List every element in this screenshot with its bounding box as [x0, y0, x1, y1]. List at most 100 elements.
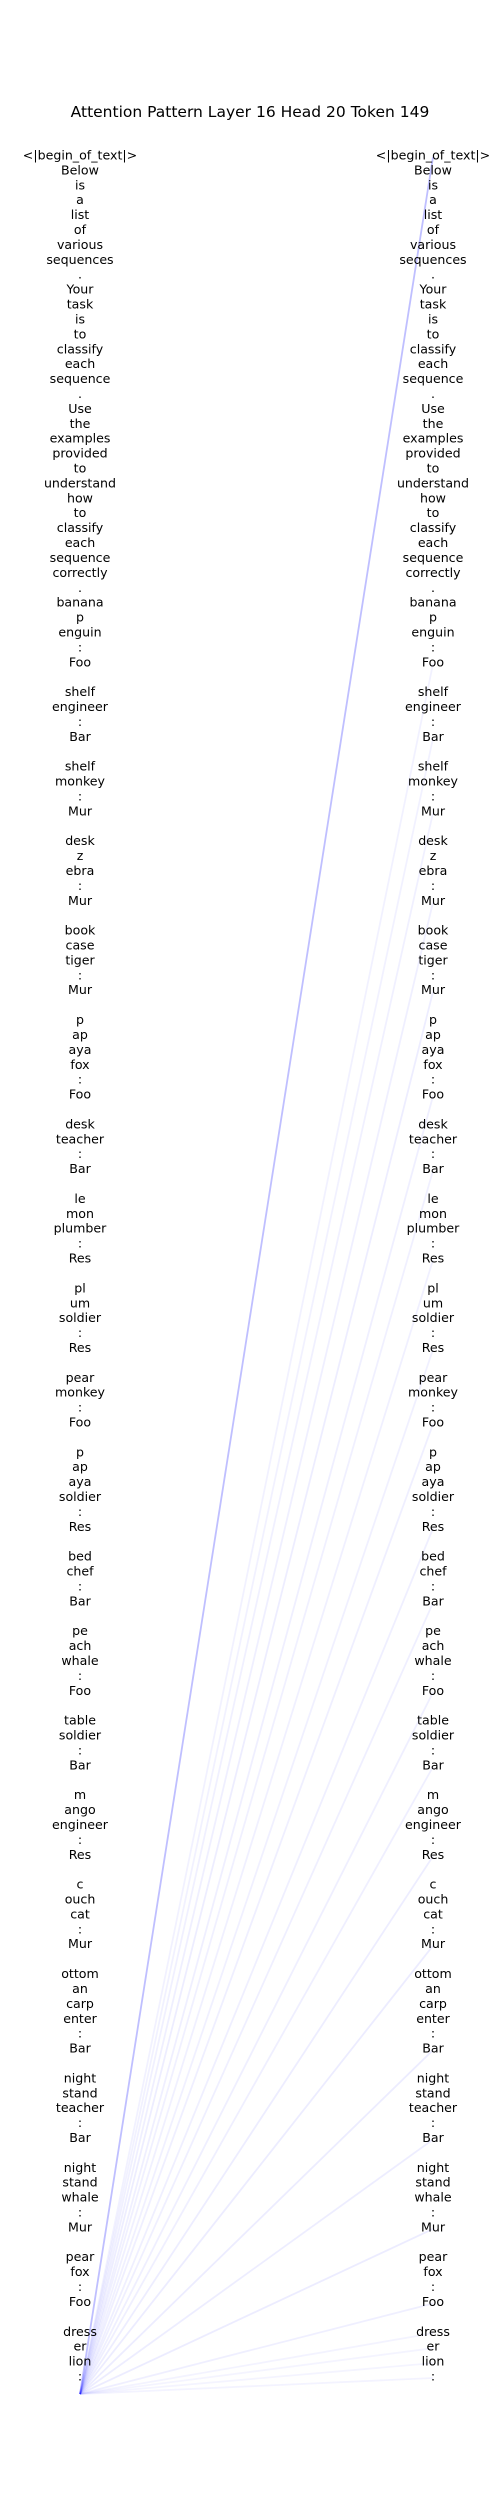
- right-token: teacher: [409, 1131, 458, 1146]
- right-token: to: [427, 461, 440, 476]
- left-token: :: [78, 1504, 82, 1519]
- right-token: whale: [414, 1653, 451, 1668]
- right-token: :: [431, 2115, 435, 2130]
- attention-line: [79, 1945, 434, 2395]
- attention-line: [79, 1423, 434, 2395]
- attention-line: [79, 1349, 434, 2395]
- right-token: Res: [422, 1251, 445, 1266]
- left-token: ango: [64, 1802, 96, 1817]
- left-token: tiger: [65, 952, 95, 967]
- left-token: :: [78, 1236, 82, 1251]
- attention-line: [79, 663, 434, 2395]
- attention-line: [79, 2049, 434, 2395]
- left-token: ottom: [61, 1966, 99, 1981]
- attention-line: [79, 2332, 434, 2395]
- left-token: er: [74, 2339, 88, 2354]
- right-token: each: [418, 535, 448, 550]
- left-token: p: [76, 1012, 84, 1027]
- right-token: :: [431, 1072, 435, 1087]
- right-token: Bar: [422, 1161, 444, 1176]
- right-token: bed: [421, 1549, 445, 1564]
- left-token: ap: [72, 1027, 88, 1042]
- left-token: Bar: [69, 1757, 91, 1772]
- left-token: case: [66, 938, 95, 953]
- right-token: :: [431, 2279, 435, 2294]
- right-token: classify: [410, 341, 457, 356]
- left-token: Bar: [69, 2041, 91, 2056]
- right-token: to: [427, 326, 440, 341]
- right-token: Mur: [421, 982, 446, 997]
- left-token: Foo: [69, 2294, 91, 2309]
- right-token: to: [427, 505, 440, 520]
- right-token: task: [420, 297, 447, 312]
- right-token: :: [431, 1832, 435, 1847]
- left-token: fox: [70, 1057, 90, 1072]
- right-token: dress: [416, 2324, 450, 2339]
- right-token: :: [431, 1504, 435, 1519]
- right-token: lion: [422, 2354, 445, 2369]
- left-token: p: [76, 1444, 84, 1459]
- left-token: Mur: [68, 803, 93, 818]
- right-token: er: [427, 2339, 441, 2354]
- left-token: table: [64, 1713, 96, 1728]
- left-token: sequence: [50, 371, 111, 386]
- left-token: lion: [69, 2354, 92, 2369]
- right-token: engineer: [405, 1817, 462, 1832]
- left-token: whale: [61, 1653, 98, 1668]
- right-token: :: [431, 1146, 435, 1161]
- left-token: Foo: [69, 1415, 91, 1430]
- left-token: mon: [66, 1206, 94, 1221]
- right-token: stand: [415, 2085, 450, 2100]
- left-token: le: [74, 1191, 85, 1206]
- left-token: :: [78, 1072, 82, 1087]
- right-token: ebra: [419, 863, 448, 878]
- left-token: :: [78, 2205, 82, 2220]
- left-token: pear: [66, 1370, 95, 1385]
- left-token: whale: [61, 2190, 98, 2205]
- right-token: :: [431, 1236, 435, 1251]
- left-token: ap: [72, 1459, 88, 1474]
- left-token: aya: [69, 1474, 92, 1489]
- left-token: cat: [70, 1906, 90, 1921]
- right-token: provided: [405, 446, 460, 461]
- right-token: Foo: [422, 654, 444, 669]
- left-token: desk: [65, 833, 95, 848]
- right-token: p: [429, 1012, 437, 1027]
- right-token: .: [431, 580, 435, 595]
- attention-line: [79, 2347, 434, 2395]
- left-token: dress: [63, 2324, 97, 2339]
- right-token: ango: [417, 1802, 449, 1817]
- right-token: :: [431, 2368, 435, 2383]
- left-token: Your: [66, 282, 95, 297]
- right-token: sequence: [403, 550, 464, 565]
- left-token: night: [64, 2160, 96, 2175]
- left-token: :: [78, 788, 82, 803]
- right-token: aya: [422, 1042, 445, 1057]
- left-token: each: [65, 356, 95, 371]
- left-token: bed: [68, 1549, 92, 1564]
- right-token: Mur: [421, 2219, 446, 2234]
- right-token: :: [431, 639, 435, 654]
- right-token: sequences: [399, 252, 466, 267]
- right-token: stand: [415, 2175, 450, 2190]
- attention-line: [79, 902, 434, 2395]
- left-token: is: [75, 311, 85, 326]
- left-token: to: [74, 505, 87, 520]
- right-token: Use: [421, 401, 445, 416]
- left-token-column: <|begin_of_text|>Belowisalistofvariousse…: [23, 148, 137, 2384]
- right-token: :: [431, 967, 435, 982]
- left-token: <|begin_of_text|>: [23, 148, 137, 163]
- left-token: :: [78, 2368, 82, 2383]
- left-token: sequences: [46, 252, 113, 267]
- right-token: Foo: [422, 2294, 444, 2309]
- attention-line: [79, 156, 434, 2395]
- right-token: pe: [425, 1623, 441, 1638]
- right-token: an: [425, 1981, 441, 1996]
- left-token: :: [78, 1146, 82, 1161]
- right-token: book: [418, 923, 449, 938]
- left-token: :: [78, 1742, 82, 1757]
- left-token: c: [77, 1877, 84, 1892]
- right-token: whale: [414, 2190, 451, 2205]
- right-token: mon: [419, 1206, 447, 1221]
